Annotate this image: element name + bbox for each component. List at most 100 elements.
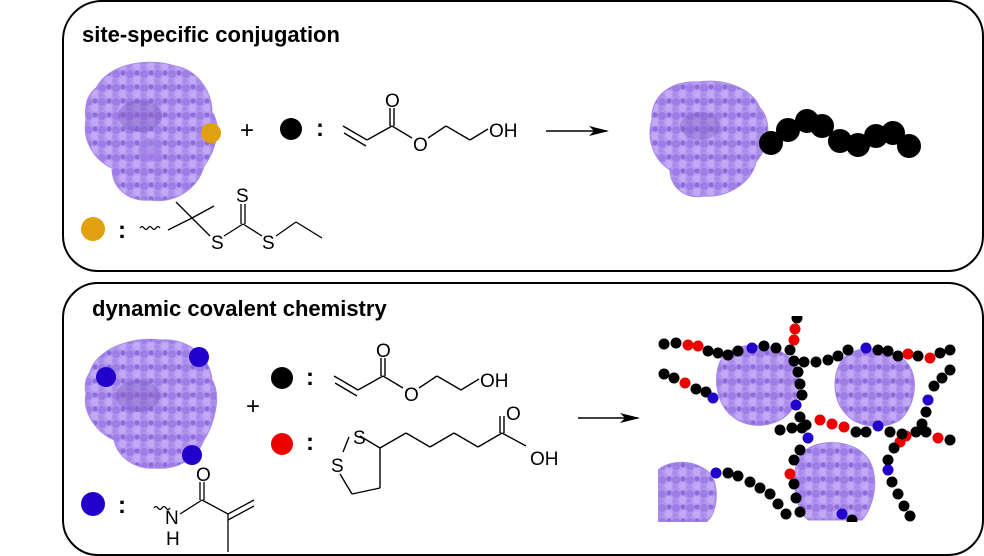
lipoic-acid-structure: [339, 416, 527, 495]
network-bead-black: [780, 508, 792, 520]
network-bead-black: [888, 442, 900, 454]
network-bead-blue: [802, 432, 814, 444]
network-bead-black: [928, 380, 940, 392]
network-bead-black: [794, 411, 806, 423]
network-bead-blue: [790, 399, 802, 411]
network-bead-black: [658, 338, 670, 350]
network-bead-red: [826, 418, 838, 430]
network-bead-black: [690, 383, 702, 395]
red-monomer-marker: [271, 433, 293, 455]
network-bead-blue: [922, 394, 934, 406]
network-bead-black: [944, 364, 956, 376]
atom-label-n-amide: N: [165, 508, 179, 529]
network-bead-black: [792, 366, 804, 378]
network-bead-red: [784, 468, 796, 480]
network-bead-black: [794, 378, 806, 390]
network-bead-black: [764, 488, 776, 500]
colon-bottom-2: :: [306, 429, 314, 456]
network-bead-black: [668, 372, 680, 384]
atom-label-s2: S: [262, 233, 275, 254]
network-bead-black: [788, 454, 800, 466]
atom-label-s1: S: [211, 233, 224, 254]
network-bead-black: [744, 476, 756, 488]
colon-bottom-1: :: [306, 364, 314, 391]
network-bead-black: [860, 426, 872, 438]
atom-label-s-ring-1: S: [353, 428, 366, 449]
atom-label-oh-acid: OH: [530, 449, 559, 470]
network-bead-black: [846, 514, 858, 522]
blue-marker-legend: [81, 492, 105, 516]
atom-label-s-ring-2: S: [331, 456, 344, 477]
network-bead-black: [800, 419, 812, 431]
trithiocarbonate-structure: [139, 201, 323, 239]
network-bead-black: [936, 372, 948, 384]
orange-marker-legend: [81, 217, 105, 241]
network-bead-red: [789, 323, 801, 335]
network-bead-black: [912, 350, 924, 362]
network-bead-blue: [707, 392, 719, 404]
network-bead-black: [882, 454, 894, 466]
network-bead-black: [702, 345, 714, 357]
atom-label-o-amide: O: [196, 465, 211, 486]
network-bead-black: [712, 347, 724, 359]
network-bead-black: [882, 345, 894, 357]
network-bead-black: [722, 467, 734, 479]
network-bead-red: [788, 334, 800, 346]
network-bead-black: [886, 476, 898, 488]
blue-marker-2: [189, 347, 209, 367]
network-bead-black: [798, 356, 810, 368]
network-bead-black: [790, 492, 802, 504]
network-protein-2: [834, 347, 915, 427]
network-bead-black: [910, 426, 922, 438]
network-bead-blue: [860, 342, 872, 354]
network-bead-black: [892, 488, 904, 500]
network-bead-black: [898, 500, 910, 512]
network-bead-black: [774, 424, 786, 436]
atom-label-h-amide: H: [166, 529, 180, 550]
network-bead-black: [758, 340, 770, 352]
black-monomer-marker-bottom: [271, 367, 293, 389]
protein-product-top: [649, 80, 769, 198]
atom-label-o-acid: O: [506, 404, 521, 425]
methacrylamide-structure: [153, 482, 255, 552]
network-bead-black: [842, 344, 854, 356]
network-bead-black: [920, 426, 932, 438]
colon-bottom-3: :: [118, 492, 126, 519]
network-bead-black: [772, 498, 784, 510]
orange-marker-on-protein: [201, 123, 221, 143]
network-bead-black: [732, 345, 744, 357]
panel-title-dynamic-covalent: dynamic covalent chemistry: [92, 296, 387, 321]
network-bead-black: [896, 428, 908, 440]
network-bead-black: [832, 350, 844, 362]
atom-label-oh-top: OH: [489, 121, 518, 142]
network-bead-black: [794, 506, 806, 518]
protein-network-product: [658, 316, 956, 522]
network-bead-black: [920, 406, 932, 418]
network-bead-red: [692, 340, 704, 352]
network-bead-black: [944, 434, 956, 446]
atom-label-s-thione: S: [236, 186, 249, 207]
plus-sign-bottom: +: [246, 393, 260, 420]
network-bead-black: [658, 368, 670, 380]
network-protein-3: [794, 442, 876, 521]
network-bead-black: [670, 337, 682, 349]
network-bead-blue: [882, 464, 894, 476]
network-bead-blue: [872, 420, 884, 432]
network-bead-black: [822, 354, 834, 366]
network-bead-black: [944, 344, 956, 356]
atom-label-o-carbonyl-top: O: [385, 91, 400, 112]
plus-sign-top: +: [240, 117, 254, 144]
network-bead-red: [902, 348, 914, 360]
network-bead-black: [892, 350, 904, 362]
atom-label-oh-bottom: OH: [480, 371, 509, 392]
atom-label-o-carbonyl-bottom: O: [376, 341, 391, 362]
network-bead-blue: [710, 467, 722, 479]
protein-reactant-bottom: [84, 338, 218, 469]
colon-top-2: :: [118, 217, 126, 244]
colon-top-1: :: [316, 115, 324, 142]
network-bead-black: [904, 510, 916, 522]
network-bead-red: [924, 352, 936, 364]
network-bead-black: [791, 316, 803, 324]
network-bead-black: [850, 426, 862, 438]
blue-marker-3: [182, 445, 202, 465]
